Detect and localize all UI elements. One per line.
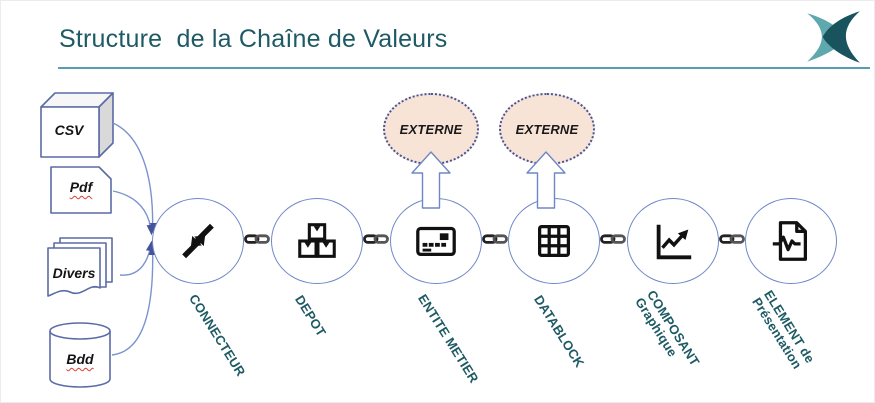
chain-link-icon — [244, 234, 270, 244]
grid-table-icon — [537, 224, 571, 258]
externe-label: EXTERNE — [399, 121, 463, 137]
source-flow-arrows — [111, 122, 157, 356]
database-cylinder-icon — [49, 322, 111, 388]
source-csv: CSV — [39, 91, 117, 161]
chain-link-icon — [719, 234, 745, 244]
cube-icon — [40, 92, 114, 158]
title-underline — [58, 67, 870, 69]
line-chart-icon — [656, 224, 692, 260]
source-label: Pdf — [69, 179, 93, 195]
source-label: CSV — [54, 122, 84, 138]
stacked-boxes-icon — [298, 223, 336, 258]
source-pdf: Pdf — [50, 166, 112, 214]
brand-logo-icon — [807, 11, 860, 63]
chain-node-element-presentation — [745, 198, 837, 284]
up-block-arrow — [411, 151, 451, 209]
chain-node-composant-graphique — [627, 198, 719, 284]
externe-bubble: EXTERNE — [383, 93, 479, 165]
chain-label-connecteur: CONNECTEUR — [186, 291, 249, 379]
externe-label: EXTERNE — [515, 121, 579, 137]
chain-node-entite-metier — [390, 198, 482, 284]
chain-link-icon — [482, 234, 508, 244]
stacked-documents-icon — [47, 237, 113, 297]
page-title: Structure de la Chaîne de Valeurs — [59, 25, 448, 53]
converge-arrows-icon — [182, 223, 214, 259]
document-pulse-icon — [772, 221, 808, 261]
chain-node-depot — [271, 198, 363, 284]
chain-link-icon — [600, 234, 626, 244]
document-icon — [50, 166, 112, 214]
chain-node-connecteur — [152, 198, 244, 284]
source-bdd: Bdd — [48, 321, 112, 389]
chain-label-entite-metier: ENTITE METIER — [415, 291, 482, 386]
chain-label-depot: DEPOT — [292, 292, 330, 340]
source-label: Divers — [52, 265, 96, 281]
chain-link-icon — [363, 234, 389, 244]
source-label: Bdd — [66, 351, 94, 367]
chain-node-datablock — [508, 198, 600, 284]
up-block-arrow — [526, 151, 566, 209]
source-divers: Divers — [46, 237, 118, 301]
chain-label-datablock: DATABLOCK — [531, 292, 588, 371]
card-terminal-icon — [416, 226, 456, 257]
